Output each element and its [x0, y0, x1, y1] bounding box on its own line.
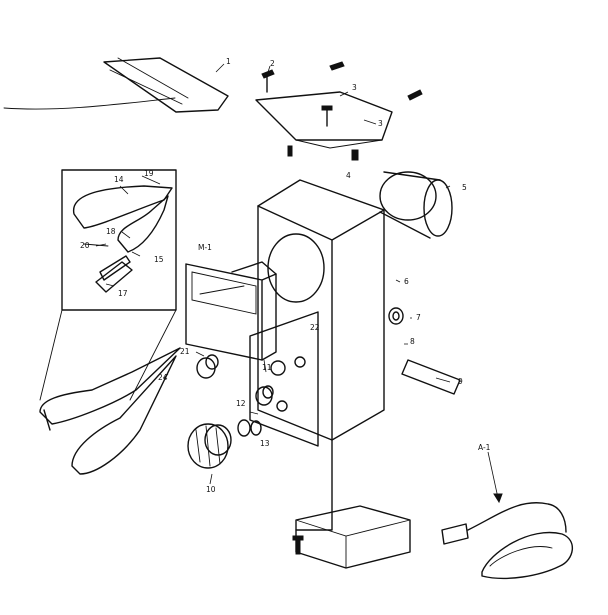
callout-19: 19 — [144, 169, 154, 178]
arrow-icon — [493, 493, 503, 504]
callout-2: 2 — [270, 59, 275, 68]
control-knob-icon — [187, 423, 232, 469]
screw-icon — [407, 89, 423, 101]
callout-1: 1 — [226, 57, 231, 66]
ring-escutcheon — [379, 171, 453, 239]
power-plug-icon — [441, 502, 573, 580]
callout-15: 15 — [154, 255, 164, 264]
screw-icon — [292, 535, 304, 555]
panel-meter-icon — [185, 261, 277, 361]
test-probe-icon — [39, 309, 181, 475]
callout-10: 10 — [206, 485, 216, 494]
callout-m1: M-1 — [198, 243, 212, 252]
callout-3b: 3 — [378, 119, 383, 128]
control-knob-icon — [196, 354, 219, 379]
jack-icon — [388, 307, 404, 325]
screw-icon — [261, 69, 275, 93]
handle-strip — [103, 57, 229, 113]
screw-icon — [329, 61, 345, 71]
screw-icon — [321, 105, 333, 127]
callout-8: 8 — [410, 337, 415, 346]
callout-a1: A-1 — [478, 443, 491, 452]
callout-14: 14 — [114, 175, 124, 184]
callout-6: 6 — [404, 277, 409, 286]
bracket-icon — [401, 359, 461, 395]
scan-artifact-line — [3, 97, 176, 110]
washer-icon — [237, 419, 262, 437]
callout-12: 12 — [236, 399, 246, 408]
callout-17: 17 — [118, 289, 128, 298]
callout-13: 13 — [260, 439, 270, 448]
callout-7: 7 — [416, 313, 421, 322]
leader-line — [95, 63, 451, 485]
main-cabinet — [257, 179, 411, 569]
callout-21: 21 — [180, 347, 190, 356]
callout-18: 18 — [106, 227, 116, 236]
nut-icon — [255, 385, 274, 406]
screw-icon — [351, 149, 359, 161]
screw-icon — [287, 145, 293, 157]
alligator-clip-icon — [99, 255, 131, 281]
callout-22: 22 — [310, 323, 320, 332]
callout-3: 3 — [352, 83, 357, 92]
callout-4: 4 — [346, 171, 351, 180]
callout-20: 20 — [80, 241, 90, 250]
callout-9: 9 — [458, 377, 463, 386]
callout-11: 11 — [262, 363, 272, 372]
callout-5: 5 — [462, 183, 467, 192]
callout-24: 24 — [158, 373, 168, 382]
front-panel — [249, 311, 319, 447]
top-cover — [255, 91, 393, 149]
leader-line — [487, 451, 499, 499]
